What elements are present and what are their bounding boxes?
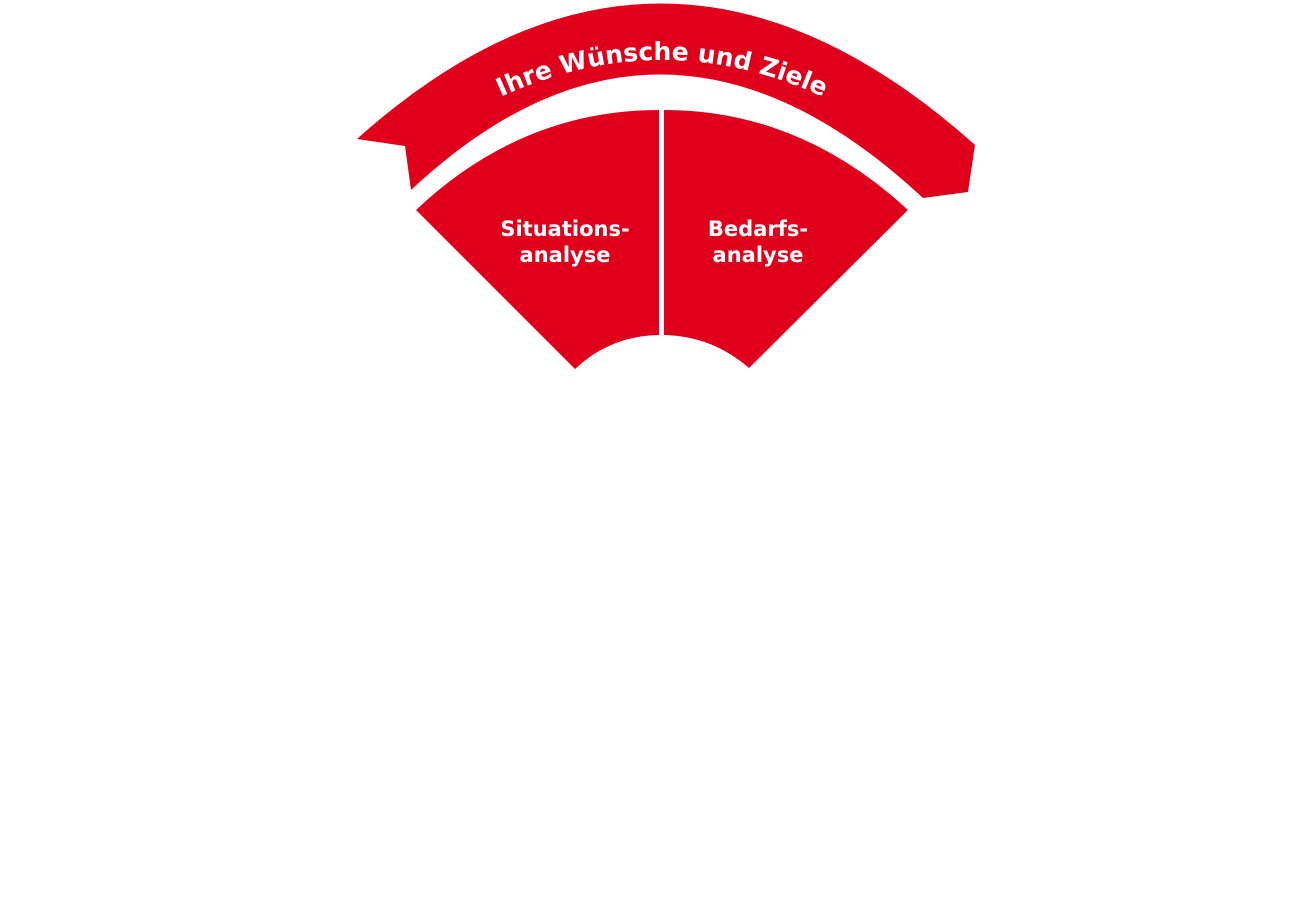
segment-right-shape — [664, 110, 908, 368]
segment-bedarfsanalyse: Bedarfs- analyse — [664, 110, 908, 368]
segment-right-line2: analyse — [713, 243, 804, 267]
banner-shape — [357, 3, 975, 198]
segment-situationsanalyse: Situations- analyse — [416, 110, 659, 369]
segment-right-line1: Bedarfs- — [708, 217, 808, 241]
segment-left-shape — [416, 110, 659, 369]
segment-left-line1: Situations- — [500, 217, 629, 241]
segment-left-line2: analyse — [520, 243, 611, 267]
